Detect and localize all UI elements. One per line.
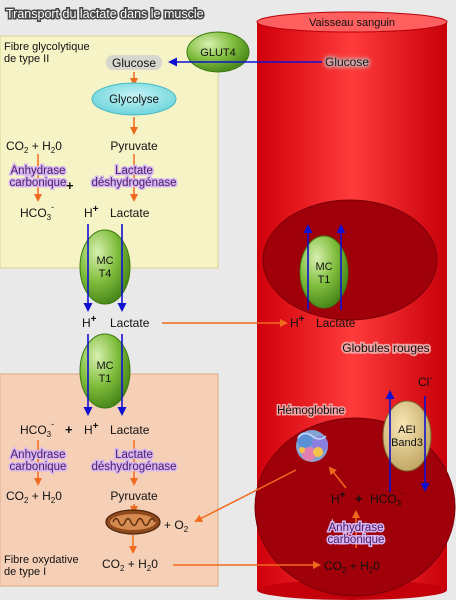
ldh-top-line1: Lactate xyxy=(115,165,153,177)
co2-h2o-rbc: CO2 + H20 xyxy=(324,559,380,575)
svg-text:H+: H+ xyxy=(84,204,99,220)
h-plus-interstitial: H+ xyxy=(82,314,97,330)
globules-rouges-label: Globules rouges xyxy=(342,341,429,355)
hco3-oxidative: HCO3- xyxy=(20,419,54,439)
mct1-fiber-transporter xyxy=(79,333,131,409)
svg-text:H+: H+ xyxy=(84,421,99,437)
glycolyse-label: Glycolyse xyxy=(109,94,159,106)
hco3-rbc: HCO3- xyxy=(370,488,404,508)
arrow-h-to-hemoglobin xyxy=(328,466,347,489)
vessel-label: Vaisseau sanguin xyxy=(309,17,395,29)
plus-sign-rbc: + xyxy=(355,491,363,506)
glycolytic-fiber-box xyxy=(0,35,219,269)
h-plus-rbc: H+ xyxy=(331,490,346,506)
svg-text:HCO3-: HCO3- xyxy=(20,202,54,222)
svg-text:H+: H+ xyxy=(290,314,305,330)
fiber-oxidative-line2: de type I xyxy=(4,566,46,578)
fiber-oxidative-line1: Fibre oxydative xyxy=(4,554,79,566)
svg-text:H+: H+ xyxy=(82,314,97,330)
fiber-glycolytic-line2: de type II xyxy=(4,53,49,65)
glut4-label: GLUT4 xyxy=(200,47,235,59)
h-plus-top: H+ xyxy=(84,204,99,220)
ael-label-a: AEI xyxy=(398,424,416,436)
hco3-top: HCO3- xyxy=(20,202,54,222)
mct4-transporter xyxy=(79,229,131,305)
glucose-fiber-halo xyxy=(106,55,162,70)
mct4-label-b: T4 xyxy=(99,268,112,280)
mct1-fiber-label-a: MC xyxy=(96,360,113,372)
svg-text:HCO3-: HCO3- xyxy=(370,488,404,508)
svg-text:CO2 + H20: CO2 + H20 xyxy=(6,139,62,155)
anhydrase-oxidative-line1: Anhydrase xyxy=(11,449,66,461)
h-plus-blood: H+ xyxy=(290,314,305,330)
ldh-oxidative-line1: Lactate xyxy=(115,449,153,461)
plus-sign-oxidative: + xyxy=(65,422,73,437)
svg-text:HCO3-: HCO3- xyxy=(20,419,54,439)
svg-text:+ O2: + O2 xyxy=(164,518,189,534)
title: Transport du lactate dans le muscle xyxy=(6,7,204,21)
anhydrase-rbc-line1: Anhydrase xyxy=(329,522,384,534)
lactate-interstitial: Lactate xyxy=(110,316,150,330)
mct1-rbc-transporter xyxy=(299,235,349,309)
svg-text:CO2 + H20: CO2 + H20 xyxy=(6,489,62,505)
oxidative-fiber-box xyxy=(0,373,219,587)
svg-text:Cl-: Cl- xyxy=(418,373,432,389)
glucose-blood: Glucose xyxy=(325,55,369,69)
pyruvate-top: Pyruvate xyxy=(110,139,158,153)
hemoglobin-icon xyxy=(296,430,328,462)
ldh-oxidative-line2: déshydrogénase xyxy=(91,461,176,473)
mct1-rbc-label-b: T1 xyxy=(318,274,331,286)
lactate-top: Lactate xyxy=(110,206,150,220)
mct1-rbc-label-a: MC xyxy=(315,261,332,273)
svg-text:H+: H+ xyxy=(331,490,346,506)
svg-text:CO2 + H20: CO2 + H20 xyxy=(102,557,158,573)
mct1-fiber-label-b: T1 xyxy=(99,373,112,385)
hemoglobine-label: Hémoglobine xyxy=(277,405,345,417)
ael-label-b: Band3 xyxy=(391,437,423,449)
red-blood-cell-top xyxy=(262,199,438,321)
plus-sign-top: + xyxy=(66,178,74,193)
svg-text:CO2 + H20: CO2 + H20 xyxy=(324,559,380,575)
arrow-o2-to-fiber xyxy=(194,469,297,522)
co2-h2o-oxidative-bottom: CO2 + H20 xyxy=(102,557,158,573)
lactate-blood: Lactate xyxy=(316,316,356,330)
anhydrase-top-line1: Anhydrase xyxy=(11,165,66,177)
h-plus-oxidative: H+ xyxy=(84,421,99,437)
anhydrase-top-line2: carbonique xyxy=(10,177,67,189)
mitochondrion-icon xyxy=(105,509,161,535)
cl-label: Cl- xyxy=(418,373,432,389)
co2-h2o-top: CO2 + H20 xyxy=(6,139,62,155)
o2-label: + O2 xyxy=(164,518,189,534)
co2-h2o-oxidative-mid: CO2 + H20 xyxy=(6,489,62,505)
glucose-fiber: Glucose xyxy=(112,56,156,70)
anhydrase-rbc-line2: carbonique xyxy=(328,534,385,546)
ael-band3-transporter xyxy=(382,400,432,472)
pyruvate-oxidative: Pyruvate xyxy=(110,489,158,503)
glycolyse-ellipse xyxy=(91,82,177,116)
anhydrase-oxidative-line2: carbonique xyxy=(10,461,67,473)
ldh-top-line2: déshydrogénase xyxy=(91,177,176,189)
fiber-glycolytic-line1: Fibre glycolytique xyxy=(4,41,90,53)
mct4-label-a: MC xyxy=(96,255,113,267)
lactate-oxidative: Lactate xyxy=(110,423,150,437)
